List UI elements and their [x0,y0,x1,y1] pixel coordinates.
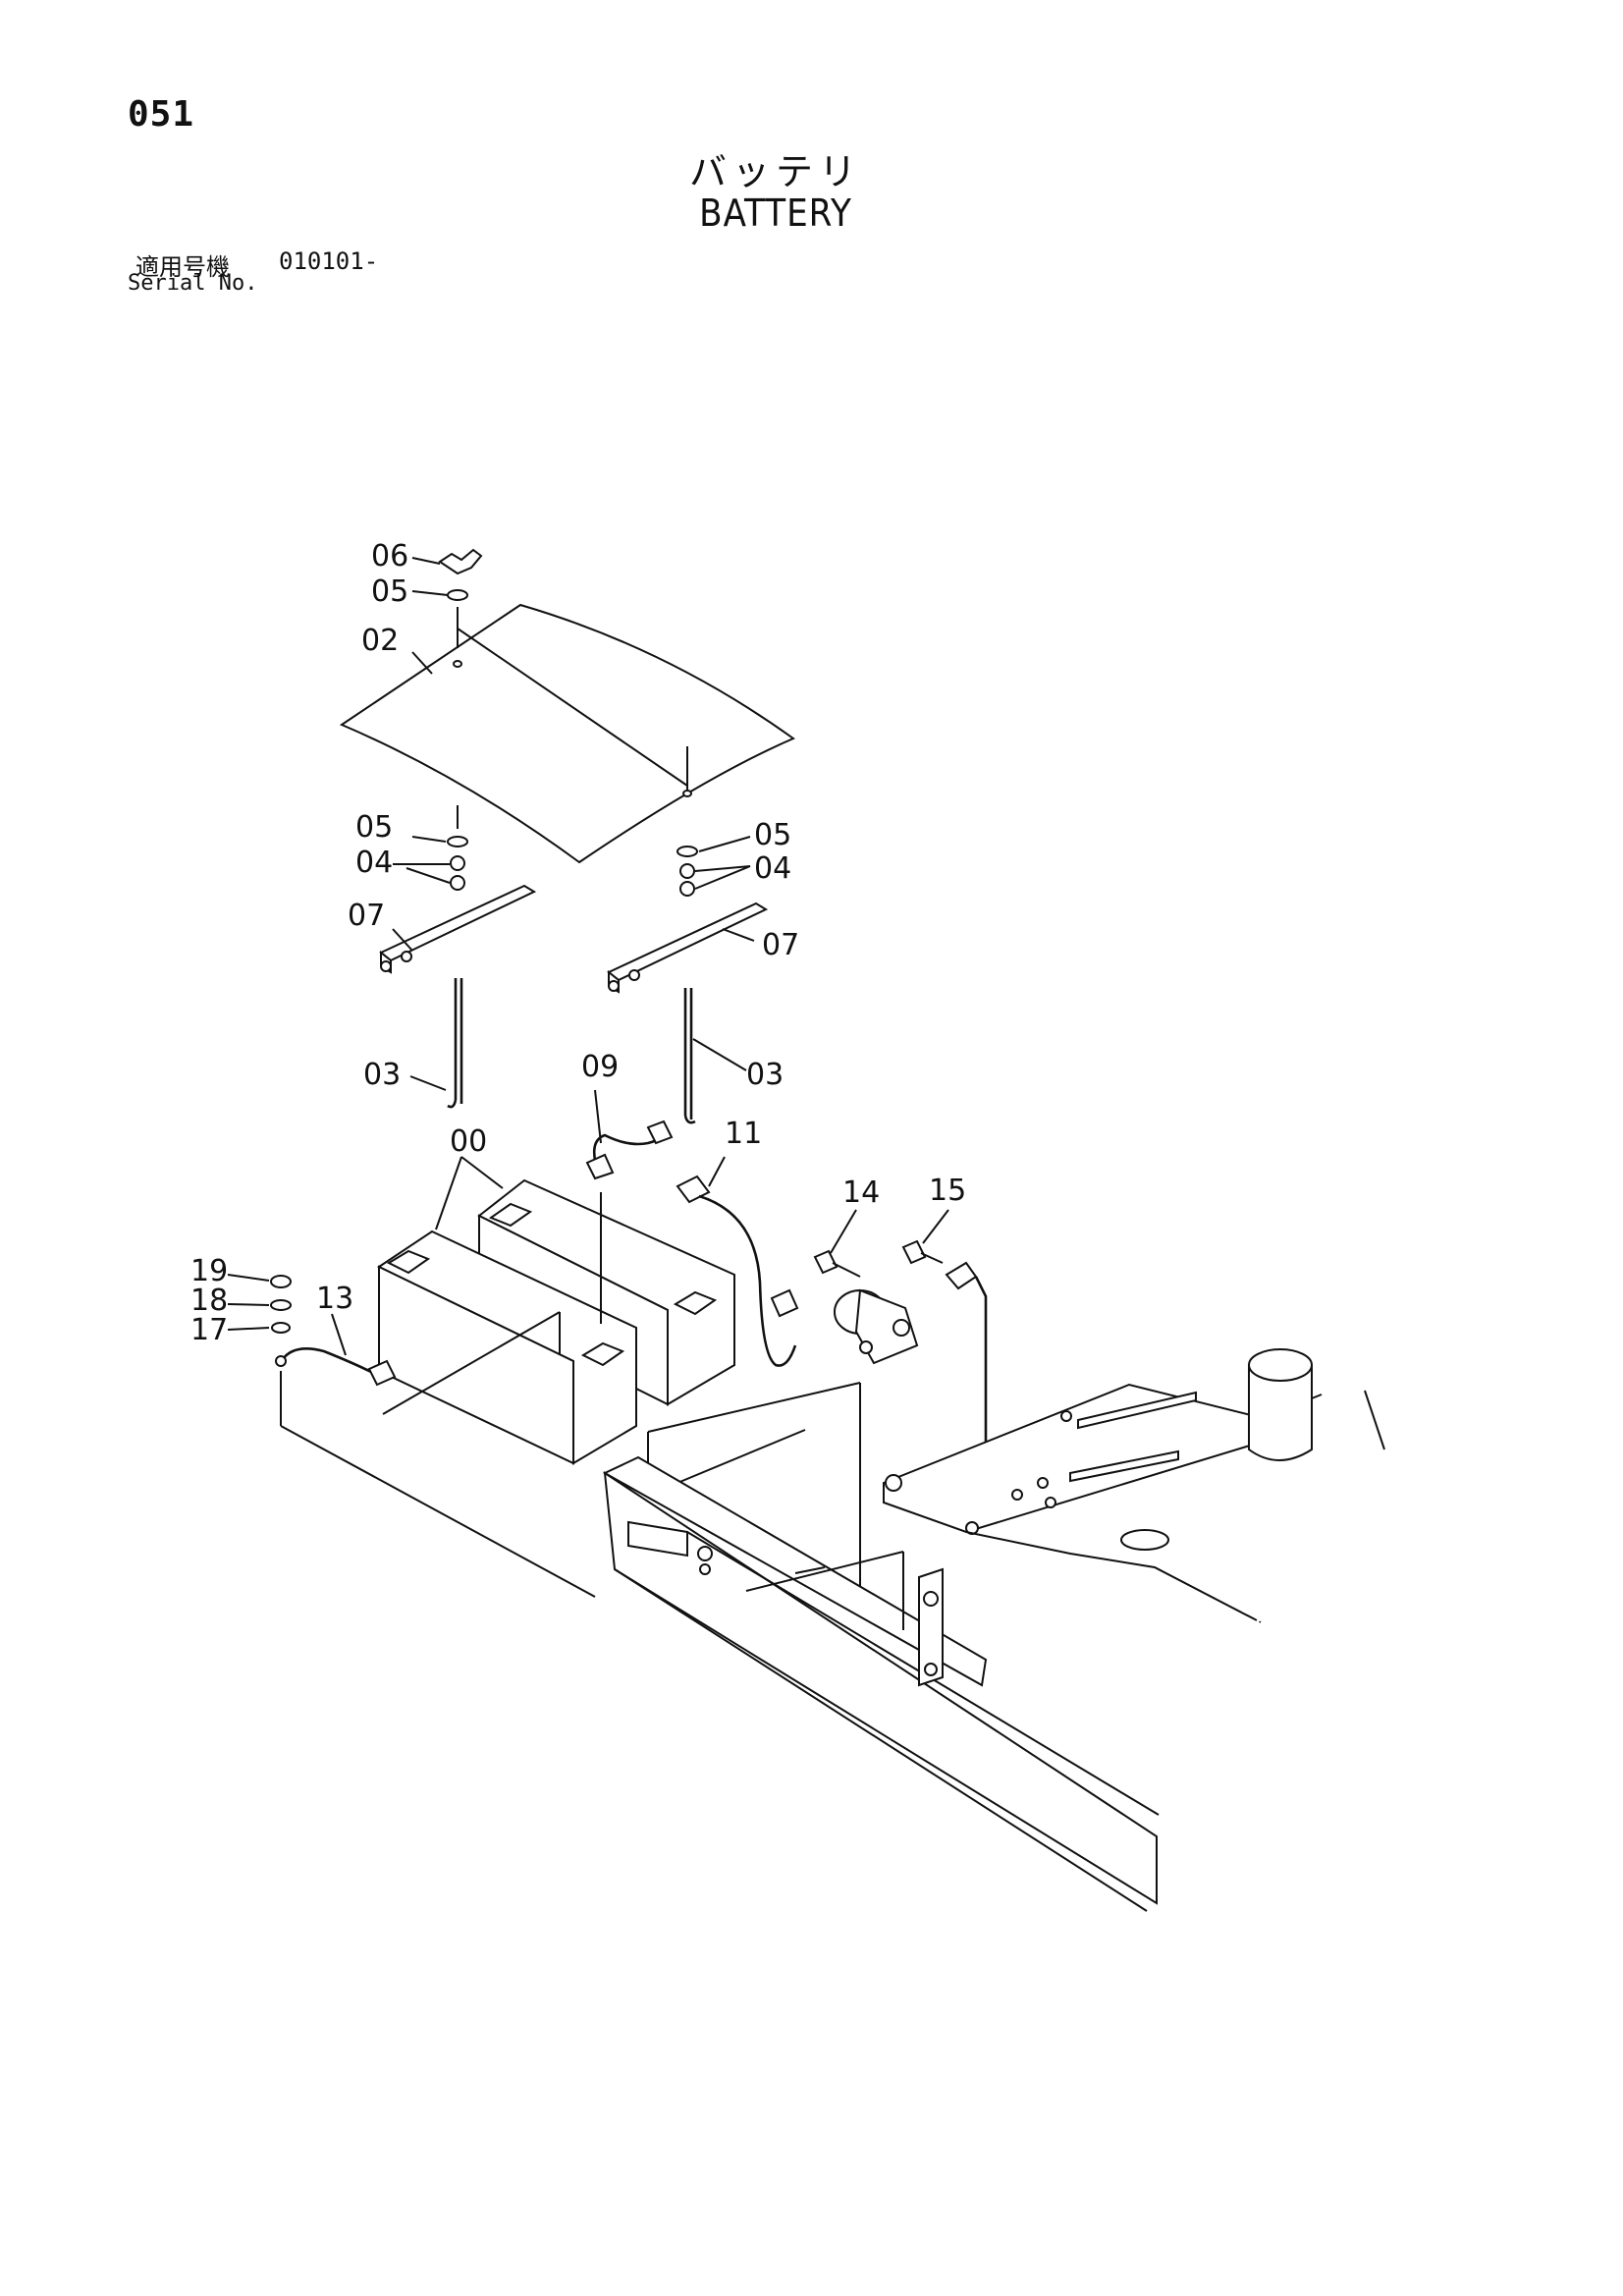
washer-top [447,589,468,601]
bolt-14 [813,1249,861,1278]
j-bolt-right [683,988,696,1124]
battery-cable-09 [585,1120,674,1324]
serial-code: 010101- [279,247,379,275]
leader-lines [227,557,949,1356]
callout-13: 13 [316,1282,353,1316]
battery-front [376,1230,637,1465]
callout-15: 15 [929,1174,966,1208]
battery-box-frame [280,1311,1160,1912]
callout-07-left: 07 [348,899,385,933]
cover-hole-left [453,660,462,668]
cylinder-tank [1248,1348,1313,1461]
callout-14: 14 [842,1175,880,1210]
hold-down-bar-left [379,884,537,974]
serial-label-english: Serial No. [128,271,258,296]
battery-cable-11 [676,1175,799,1367]
callout-06: 06 [371,539,408,574]
callout-04-left: 04 [355,846,393,880]
nut-19 [270,1275,292,1288]
callout-05-left: 05 [355,810,393,845]
title-english: BATTERY [699,191,852,235]
title-japanese: バッテリ [688,150,862,193]
nut-left-1 [450,855,465,871]
nut-right-1 [679,863,695,879]
callout-09: 09 [581,1050,619,1084]
bolt-15 [901,1239,988,1481]
callout-05-top: 05 [371,574,408,609]
callout-19: 19 [190,1254,228,1288]
callout-07-right: 07 [762,928,799,962]
wing-nut [438,548,483,575]
serial-label-japanese: 適用号機 [135,253,230,281]
washer-17 [271,1322,291,1334]
nut-left-2 [450,875,465,891]
callout-03-right: 03 [746,1058,784,1092]
mounting-bracket [883,1383,1385,1687]
washer-18 [270,1299,292,1311]
battery-cover [339,603,796,864]
callout-03-left: 03 [363,1058,401,1092]
page-number: 051 [128,94,195,135]
callout-17: 17 [190,1313,228,1347]
battery-relay [834,1288,919,1365]
callout-11: 11 [725,1117,762,1151]
callout-02: 02 [361,624,399,658]
nut-right-2 [679,881,695,897]
cover-hole-right [682,790,692,797]
hold-down-bar-right [607,902,769,994]
washer-right [676,846,698,857]
callout-05-right: 05 [754,818,791,852]
j-bolt-left [447,978,463,1109]
callout-00: 00 [450,1124,487,1159]
callout-04-right: 04 [754,851,791,886]
ground-cable-13 [275,1347,397,1387]
washer-left [447,836,468,847]
callout-18: 18 [190,1284,228,1318]
